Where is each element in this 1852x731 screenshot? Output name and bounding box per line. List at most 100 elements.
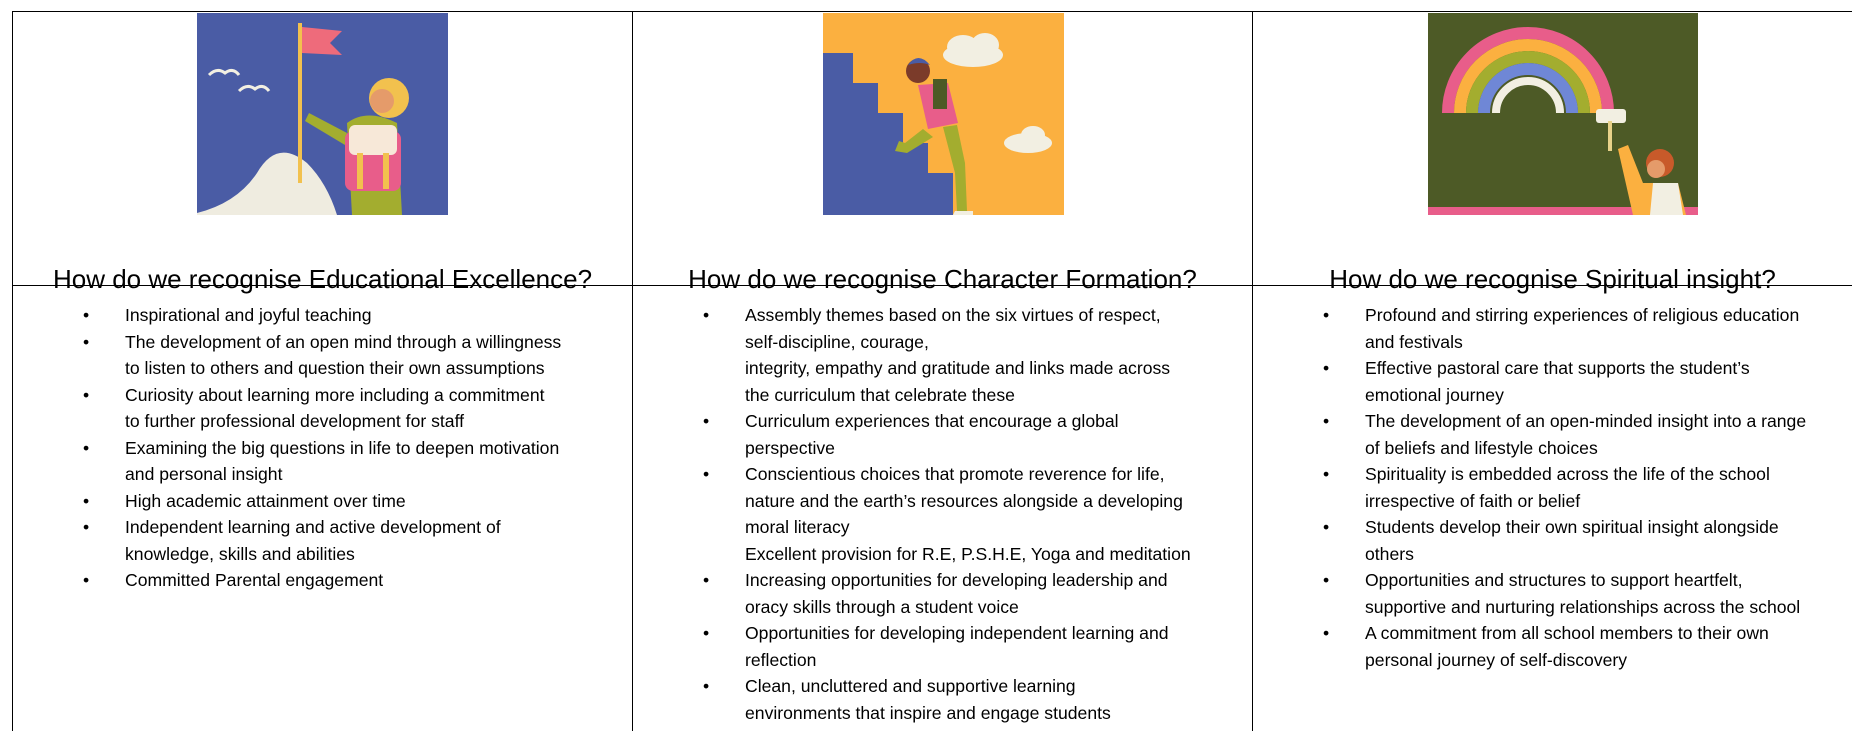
list-item-text: The development of an open mind through … [125, 331, 562, 352]
list-item-continuation: oracy skills through a student voice [693, 594, 1191, 621]
list-item: •Assembly themes based on the six virtue… [693, 302, 1191, 329]
list-item-text: reflection [745, 649, 817, 670]
list-item-text: to further professional development for … [125, 411, 465, 431]
bullet-icon: • [703, 411, 710, 431]
list-item-text: emotional journey [1365, 384, 1504, 405]
bullet-icon: • [1323, 570, 1330, 590]
list-item: • Profound and stirring experiences of re… [1313, 302, 1806, 329]
table-column-divider-1 [632, 11, 633, 731]
list-item-continuation: personal journey of self-discovery [1313, 647, 1806, 674]
list-item-text: to listen to others and question their o… [125, 358, 545, 378]
list-item-text: Increasing opportunities for developing … [745, 570, 1168, 590]
list-item-continuation: and personal insight [73, 461, 561, 488]
bullet-icon: • [1323, 517, 1330, 537]
list-item-continuation: emotional journey [1313, 382, 1806, 409]
bullet-icon: • [83, 490, 90, 511]
list-item-continuation: of beliefs and lifestyle choices [1313, 435, 1806, 462]
list-item-text: knowledge, skills and abilities [125, 543, 355, 564]
list-item: • Increasing opportunities for developing… [693, 567, 1191, 594]
list-item-continuation: self-discipline, courage, [693, 329, 1191, 356]
list-item: •Conscientious choices that promote reve… [693, 461, 1191, 488]
list-item-continuation: to further professional development for … [73, 408, 561, 435]
bullet-icon: • [703, 570, 710, 590]
table-header-divider [12, 285, 1852, 286]
bullet-icon: • [83, 437, 90, 458]
list-item-text: Clean, uncluttered and supportive learni… [745, 676, 1076, 696]
list-item-continuation: the curriculum that celebrate these [693, 382, 1191, 409]
list-item-continuation: and festivals [1313, 329, 1806, 356]
bullet-icon: • [1323, 623, 1330, 643]
list-item-text: Examining the big questions in life to d… [125, 437, 560, 458]
bullet-icon: • [83, 384, 90, 405]
list-item-continuation: supportive and nurturing relationships a… [1313, 594, 1806, 621]
list-item-text: Opportunities for developing independent… [745, 623, 1169, 643]
list-item: • Committed Parental engagement [73, 567, 561, 594]
bullet-icon: • [83, 331, 90, 352]
painting-rainbow-icon [1428, 13, 1698, 215]
list-item: • A commitment from all school members to… [1313, 620, 1806, 647]
criteria-list: •Inspirational and joyful teaching•The d… [73, 302, 561, 594]
list-item-text: others [1365, 543, 1414, 564]
column-heading: How do we recognise Educational Excellen… [52, 264, 593, 294]
list-item-continuation: nature and the earth’s resources alongsi… [693, 488, 1191, 515]
criteria-list: • Profound and stirring experiences of re… [1313, 302, 1806, 673]
list-item: • The development of an open-minded insig… [1313, 408, 1806, 435]
bullet-icon: • [83, 570, 90, 590]
list-item: • Opportunities and structures to support… [1313, 567, 1806, 594]
list-item-text: Opportunities and structures to support … [1365, 570, 1743, 590]
column-spiritual-insight: How do we recognise Spiritual insight? •… [1253, 12, 1852, 731]
list-item-text: Students develop their own spiritual ins… [1365, 517, 1779, 537]
list-item-text: nature and the earth’s resources alongsi… [745, 490, 1183, 511]
bullet-icon: • [83, 305, 90, 325]
column-heading: How do we recognise Spiritual insight? [1329, 264, 1776, 294]
table-top-border [12, 11, 1852, 12]
list-item-text: Assembly themes based on the six virtues… [745, 305, 1161, 325]
list-item: • Effective pastoral care that supports t… [1313, 355, 1806, 382]
list-item-text: oracy skills through a student voice [745, 596, 1019, 617]
column-heading: How do we recognise Character Formation? [688, 264, 1197, 294]
list-item-text: Effective pastoral care that supports th… [1365, 358, 1750, 378]
column-educational-excellence: How do we recognise Educational Excellen… [13, 12, 632, 731]
table-left-border [12, 11, 13, 731]
list-item: • Clean, uncluttered and supportive learn… [693, 673, 1191, 700]
list-item-text: environments that inspire and engage stu… [745, 702, 1111, 723]
list-item-continuation: to listen to others and question their o… [73, 355, 561, 382]
list-item: • Curriculum experiences that encourage a… [693, 408, 1191, 435]
list-item-text: moral literacy [745, 517, 850, 537]
bullet-icon: • [1323, 358, 1330, 378]
bullet-icon: • [1323, 305, 1330, 325]
list-item: • The development of an open mind through… [73, 329, 561, 356]
list-item: • Curiosity about learning more including… [73, 382, 561, 409]
list-item-text: Curiosity about learning more including … [125, 384, 545, 405]
climber-with-flag-icon [197, 13, 448, 215]
person-climbing-stairs-icon [823, 13, 1064, 215]
bullet-icon: • [703, 464, 710, 484]
list-item-text: irrespective of faith or belief [1365, 490, 1581, 511]
list-item: •Inspirational and joyful teaching [73, 302, 561, 329]
list-item-text: perspective [745, 437, 835, 458]
list-item: •Spirituality is embedded across the lif… [1313, 461, 1806, 488]
bullet-icon: • [1323, 411, 1330, 431]
list-item-continuation: Excellent provision for R.E, P.S.H.E, Yo… [693, 541, 1191, 568]
list-item-text: and festivals [1365, 331, 1463, 352]
list-item-text: The development of an open-minded insigh… [1365, 411, 1807, 431]
list-item-text: Profound and stirring experiences of rel… [1365, 305, 1800, 325]
list-item: • High academic attainment over time [73, 488, 561, 515]
bullet-icon: • [703, 623, 710, 643]
list-item-text: supportive and nurturing relationships a… [1365, 596, 1801, 617]
list-item: • Independent learning and active develop… [73, 514, 561, 541]
list-item-text: integrity, empathy and gratitude and lin… [745, 358, 1171, 378]
list-item-text: A commitment from all school members to … [1365, 623, 1769, 643]
list-item-continuation: irrespective of faith or belief [1313, 488, 1806, 515]
bullet-icon: • [83, 517, 90, 537]
list-item-text: Curriculum experiences that encourage a … [745, 411, 1119, 431]
list-item-text: self-discipline, courage, [745, 331, 929, 352]
list-item-text: Independent learning and active developm… [125, 517, 501, 537]
bullet-icon: • [703, 676, 710, 696]
bullet-icon: • [1323, 464, 1330, 484]
list-item-continuation: integrity, empathy and gratitude and lin… [693, 355, 1191, 382]
list-item-text: High academic attainment over time [125, 490, 406, 511]
list-item-text: Committed Parental engagement [125, 570, 384, 590]
list-item-text: personal journey of self-discovery [1365, 649, 1628, 670]
list-item-continuation: knowledge, skills and abilities [73, 541, 561, 568]
